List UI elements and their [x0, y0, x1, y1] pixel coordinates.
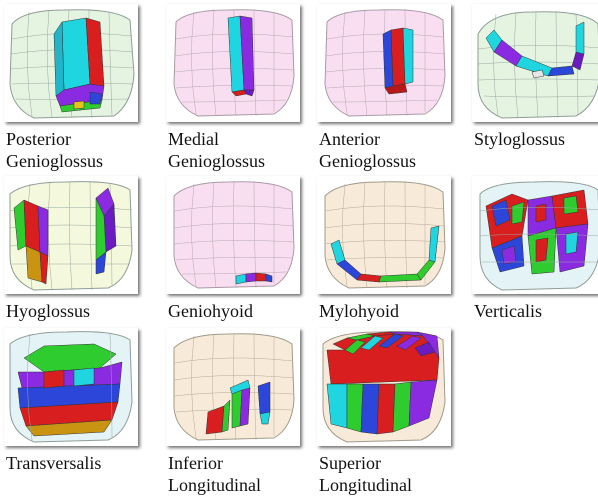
panel-label: Posterior Genioglossus	[6, 128, 156, 172]
tongue-mesh-styloglossus-icon	[472, 4, 598, 122]
label-line: Longitudinal	[319, 474, 469, 496]
panel-label: Styloglossus	[474, 128, 598, 150]
tongue-mesh-inferior-longitudinal-icon	[166, 328, 300, 446]
panel-label: Superior Longitudinal	[319, 452, 469, 496]
label-line: Genioglossus	[6, 150, 156, 172]
tongue-mesh-hyoglossus-icon	[4, 176, 138, 294]
tongue-mesh-superior-longitudinal-icon	[317, 328, 451, 446]
panel-label: Inferior Longitudinal	[168, 452, 318, 496]
label-line: Styloglossus	[474, 128, 598, 150]
tongue-mesh-geniohyoid-icon	[166, 176, 300, 294]
label-line: Anterior	[319, 128, 469, 150]
panel-label: Medial Genioglossus	[168, 128, 318, 172]
label-line: Mylohyoid	[319, 300, 469, 322]
panel-label: Geniohyoid	[168, 300, 318, 322]
label-line: Transversalis	[6, 452, 156, 474]
label-line: Superior	[319, 452, 469, 474]
label-line: Verticalis	[474, 300, 598, 322]
panel-label: Verticalis	[474, 300, 598, 322]
panel-label: Anterior Genioglossus	[319, 128, 469, 172]
tongue-mesh-medial-genioglossus-icon	[166, 4, 300, 122]
tongue-shell-outline	[174, 182, 294, 288]
tongue-mesh-verticalis-icon	[472, 176, 598, 294]
label-line: Hyoglossus	[6, 300, 156, 322]
panel-label: Mylohyoid	[319, 300, 469, 322]
tongue-mesh-anterior-genioglossus-icon	[317, 4, 451, 122]
label-line: Genioglossus	[319, 150, 469, 172]
panel-label: Transversalis	[6, 452, 156, 474]
label-line: Medial	[168, 128, 318, 150]
label-line: Genioglossus	[168, 150, 318, 172]
tongue-mesh-transversalis-icon	[4, 328, 138, 446]
tongue-mesh-posterior-genioglossus-icon	[4, 4, 138, 122]
label-line: Inferior	[168, 452, 318, 474]
label-line: Geniohyoid	[168, 300, 318, 322]
label-line: Longitudinal	[168, 474, 318, 496]
panel-label: Hyoglossus	[6, 300, 156, 322]
tongue-mesh-mylohyoid-icon	[317, 176, 451, 294]
label-line: Posterior	[6, 128, 156, 150]
